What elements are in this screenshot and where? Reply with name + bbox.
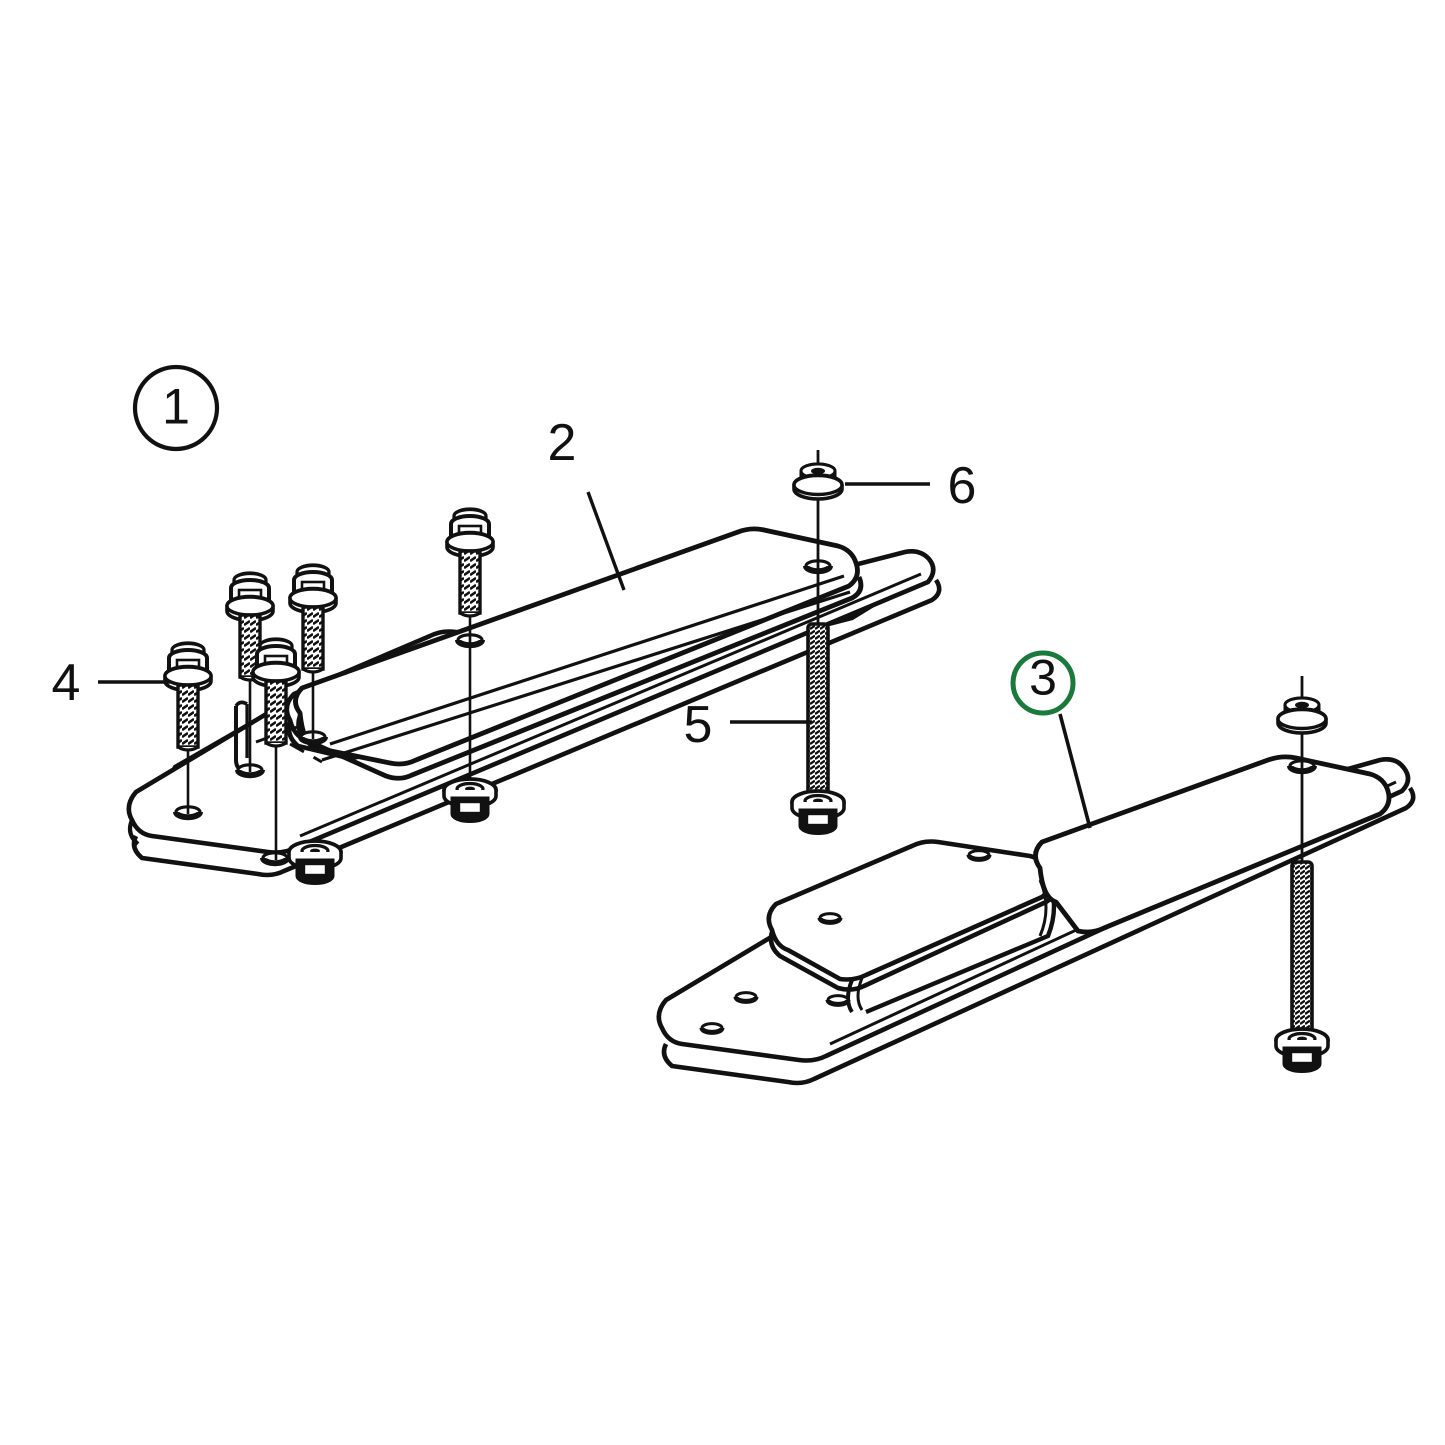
bolt bbox=[445, 507, 495, 800]
bolt bbox=[251, 637, 301, 860]
part-label-6[interactable]: 6 bbox=[845, 457, 976, 515]
part-3-upper-bar bbox=[1033, 754, 1392, 935]
part-label-5-number: 5 bbox=[684, 696, 713, 754]
part-label-2[interactable]: 2 bbox=[548, 414, 626, 591]
bolt bbox=[225, 571, 275, 772]
flange-nut bbox=[442, 777, 498, 824]
right-bracket-assembly bbox=[656, 676, 1416, 1086]
part-label-4-number: 4 bbox=[52, 654, 81, 712]
part-label-2-leader bbox=[586, 491, 626, 591]
part-2-upper-bar bbox=[293, 526, 864, 781]
callout-3-number: 3 bbox=[1029, 649, 1057, 705]
flange-nut bbox=[287, 839, 343, 886]
callout-3-leader bbox=[1058, 713, 1092, 829]
callout-3-circle bbox=[1010, 650, 1076, 716]
part-5-stud bbox=[806, 450, 830, 812]
part-label-2-number: 2 bbox=[548, 414, 577, 472]
flange-nut bbox=[792, 462, 844, 501]
part-label-5[interactable]: 5 bbox=[684, 696, 812, 754]
flange-nut bbox=[1276, 696, 1328, 735]
bolt bbox=[163, 641, 213, 814]
flange-nut bbox=[1274, 1027, 1330, 1074]
part-label-4[interactable]: 4 bbox=[52, 654, 170, 712]
callout-1-number: 1 bbox=[162, 379, 190, 435]
callout-1[interactable]: 1 bbox=[132, 364, 220, 452]
part-label-6-number: 6 bbox=[948, 457, 977, 515]
flange-nut bbox=[790, 789, 846, 836]
callout-3[interactable]: 3 bbox=[1010, 649, 1092, 829]
bolt bbox=[288, 563, 338, 739]
left-bracket-assembly bbox=[126, 450, 942, 886]
part-4-bolt-group bbox=[163, 507, 495, 860]
callout-1-circle bbox=[132, 364, 220, 452]
